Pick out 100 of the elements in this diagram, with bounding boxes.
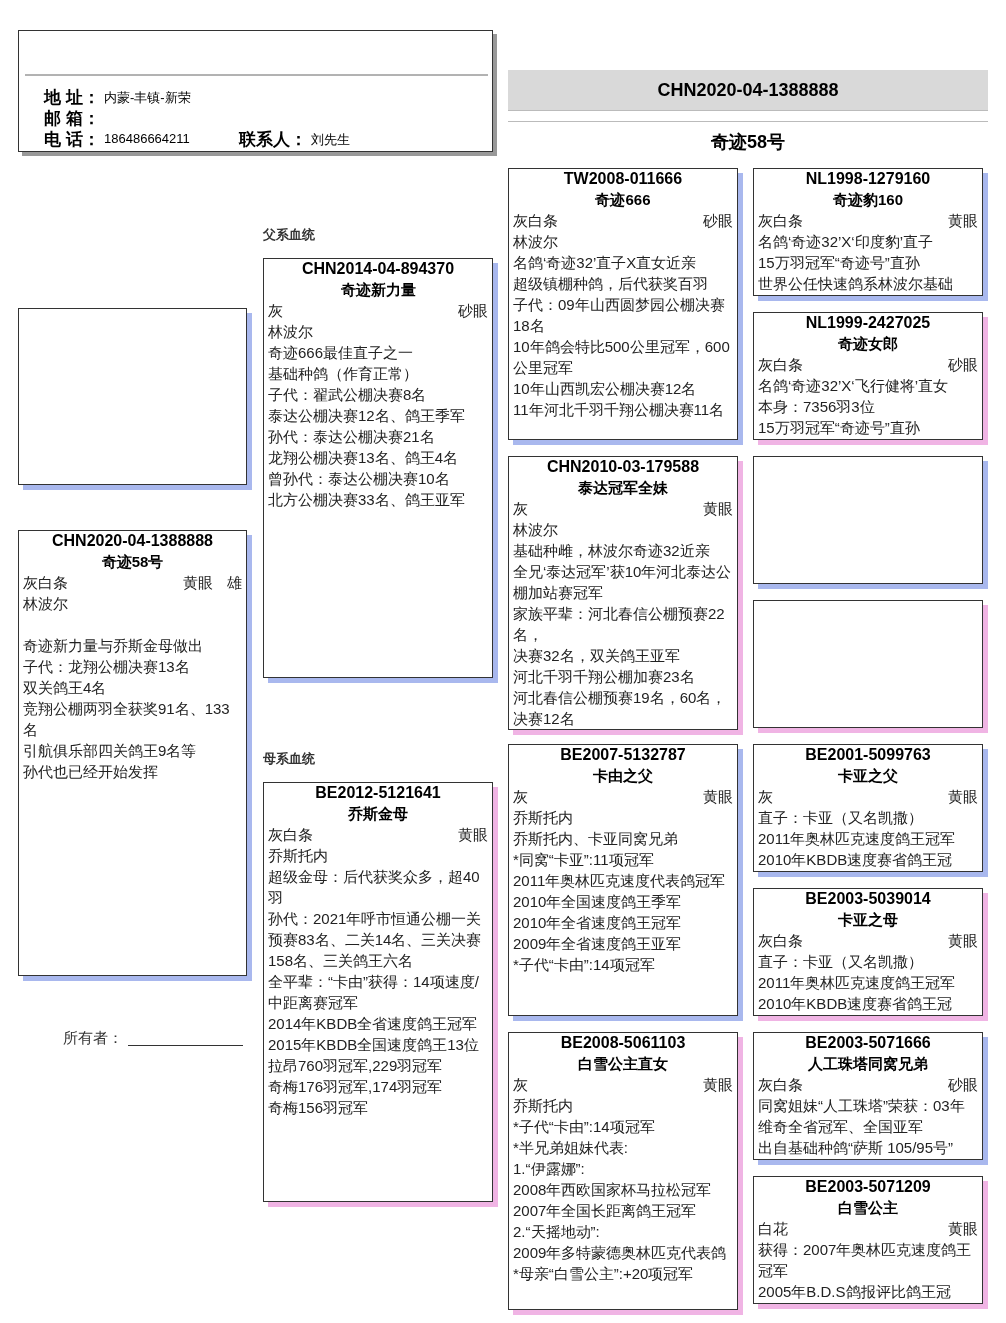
- info-text: 1.“伊露娜”:: [513, 1159, 586, 1179]
- color-text: 白花: [758, 1219, 788, 1239]
- info-text: *子代“卡由”:14项冠军: [513, 1117, 656, 1137]
- sex-text: 雄: [227, 573, 242, 593]
- owner-label: 所有者：: [63, 1029, 123, 1048]
- info-text: 奇迹666最佳直子之一: [268, 343, 415, 363]
- section-label: 母系血统: [263, 750, 315, 768]
- field-label: 邮 箱：: [44, 108, 100, 130]
- ring-number: CHN2020-04-1388888: [508, 70, 988, 111]
- info-text: 拉昂760羽冠军,229羽冠军: [268, 1056, 444, 1076]
- info-text: 直子：卡亚（又名凯撒）: [758, 952, 924, 972]
- ring-number: BE2012-5121641: [314, 783, 442, 803]
- info-text: 2009年多特蒙德奥林匹克代表鸽: [513, 1243, 728, 1263]
- info-text: 15万羽冠军“奇迹号”直孙: [758, 418, 921, 438]
- pigeon-name: 奇迹新力量: [339, 280, 417, 300]
- info-text: 全平辈：“卡由”获得：14项速度/中距离赛冠军: [268, 972, 480, 1013]
- info-text: 孙代：2021年呼市恒通公棚一关预赛83名、二关14名、三关决赛158名、三关鸽王六名: [268, 909, 483, 971]
- field-label: 电 话：: [44, 129, 100, 151]
- section-label: 父系血统: [263, 226, 315, 244]
- info-text: 奇迹新力量与乔斯金母做出: [23, 636, 204, 656]
- info-text: 河北春信公棚预赛19名，60名，决赛12名: [513, 688, 728, 729]
- pigeon-name: 卡由之父: [592, 766, 654, 786]
- field-label: 联系人：: [239, 129, 307, 151]
- ring-number: BE2008-5061103: [559, 1033, 687, 1053]
- ring-number: CHN2014-04-894370: [300, 259, 456, 279]
- pigeon-name: 奇迹豹160: [832, 190, 904, 210]
- color-text: 灰白条: [513, 211, 558, 231]
- info-text: 引航俱乐部四关鸽王9名等: [23, 741, 198, 761]
- info-text: 2010年全国速度鸽王季军: [513, 892, 683, 912]
- info-text: 乔斯托内: [268, 846, 329, 866]
- info-text: 乔斯托内: [513, 1096, 574, 1116]
- info-text: 家族平辈：河北春信公棚预赛22名，: [513, 604, 726, 645]
- eye-text: 黄眼: [948, 211, 978, 231]
- pigeon-name: 白雪公主直女: [577, 1054, 669, 1074]
- info-text: 奇梅176羽冠军,174羽冠军: [268, 1077, 444, 1097]
- info-text: 10年鸽会特比500公里冠军，600公里冠军: [513, 337, 731, 378]
- info-text: 2005年B.D.S鸽报评比鸽王冠: [758, 1282, 952, 1302]
- ring-number: NL1998-1279160: [804, 169, 932, 189]
- info-text: 全兄‘泰达冠军’获10年河北泰达公棚加站赛冠军: [513, 562, 733, 603]
- info-text: 乔斯托内: [513, 808, 574, 828]
- color-text: 灰白条: [23, 573, 68, 593]
- info-text: 曾孙代：泰达公棚决赛10名: [268, 469, 451, 489]
- pigeon-name: 卡亚之母: [837, 910, 899, 930]
- info-text: 子代：09年山西圆梦园公棚决赛18名: [513, 295, 726, 336]
- info-text: 2007年全国长距离鸽王冠军: [513, 1201, 698, 1221]
- info-text: 河北千羽千翔公棚加赛23名: [513, 667, 696, 687]
- title-band: [508, 70, 988, 150]
- info-text: 泰达公棚决赛12名、鸽王季军: [268, 406, 466, 426]
- info-text: 孙代：泰达公棚决赛21名: [268, 427, 436, 447]
- info-text: 奇梅156羽冠军: [268, 1098, 370, 1118]
- info-text: *子代“卡由”:14项冠军: [513, 955, 656, 975]
- info-text: 超级镇棚种鸽，后代获奖百羽: [513, 274, 709, 294]
- ring-number: BE2003-5039014: [804, 889, 932, 909]
- eye-text: 黄眼: [948, 787, 978, 807]
- pigeon-name: 人工珠塔同窝兄弟: [807, 1054, 929, 1074]
- color-text: 灰白条: [758, 1075, 803, 1095]
- eye-text: 黄眼: [458, 825, 488, 845]
- info-text: 2010年全省速度鸽王冠军: [513, 913, 683, 933]
- info-text: 名鸽‘奇迹32’X‘印度豹’直子: [758, 232, 935, 252]
- info-text: 竞翔公棚两羽全获奖91名、133名: [23, 699, 231, 740]
- info-text: *同窝“卡亚”:11项冠军: [513, 850, 655, 870]
- info-text: 2008年西欧国家杯马拉松冠军: [513, 1180, 713, 1200]
- color-text: 灰白条: [758, 355, 803, 375]
- color-text: 灰: [513, 1075, 528, 1095]
- info-text: 林波尔: [513, 520, 559, 540]
- info-text: 直子：卡亚（又名凯撒）: [758, 808, 924, 828]
- ring-number: BE2003-5071209: [804, 1177, 932, 1197]
- info-text: 林波尔: [23, 594, 69, 614]
- info-text: 子代：龙翔公棚决赛13名: [23, 657, 191, 677]
- info-text: 获得：2007年奥林匹克速度鸽王冠军: [758, 1240, 973, 1281]
- info-text: 决赛32名，双关鸽王亚军: [513, 646, 681, 666]
- info-text: 名鸽‘奇迹32’X‘飞行健将’直女: [758, 376, 950, 396]
- info-text: 2009年全省速度鸽王亚军: [513, 934, 683, 954]
- ring-number: TW2008-011666: [562, 169, 684, 189]
- info-text: 2014年KBDB全省速度鸽王冠军: [268, 1014, 479, 1034]
- pigeon-name: 卡亚之父: [837, 766, 899, 786]
- color-text: 灰白条: [758, 211, 803, 231]
- pigeon-name: 奇迹58号: [100, 552, 165, 572]
- pigeon-name: 白雪公主: [837, 1198, 899, 1218]
- ring-number: BE2001-5099763: [804, 745, 932, 765]
- info-text: 同窝姐妹“人工珠塔”荣获：03年维奇全省冠军、全国亚军: [758, 1096, 966, 1137]
- pigeon-name: 乔斯金母: [347, 804, 409, 824]
- info-text: 乔斯托内、卡亚同窝兄弟: [513, 829, 679, 849]
- info-text: 2011年奥林匹克速度鸽王冠军: [758, 829, 957, 849]
- info-text: 孙代也已经开始发挥: [23, 762, 159, 782]
- info-text: 子代：翟武公棚决赛8名: [268, 385, 428, 405]
- eye-text: 砂眼: [703, 211, 733, 231]
- info-text: 名鸽‘奇迹32’直子X直女近亲: [513, 253, 698, 273]
- field-value: 186486664211: [104, 131, 190, 146]
- field-label: 地 址：: [44, 87, 100, 109]
- info-text: 基础种鸽（作育正常）: [268, 364, 419, 384]
- eye-text: 黄眼: [703, 787, 733, 807]
- info-text: 2.“天摇地动”:: [513, 1222, 601, 1242]
- ring-number: BE2003-5071666: [804, 1033, 932, 1053]
- color-text: 灰白条: [268, 825, 313, 845]
- info-text: 基础种雌，林波尔奇迹32近亲: [513, 541, 711, 561]
- pigeon-name: 泰达冠军全妹: [577, 478, 669, 498]
- info-text: 世界公任快速鸽系林波尔基础: [758, 274, 954, 294]
- info-text: *半兄弟姐妹代表:: [513, 1138, 629, 1158]
- ring-number: CHN2020-04-1388888: [51, 531, 214, 551]
